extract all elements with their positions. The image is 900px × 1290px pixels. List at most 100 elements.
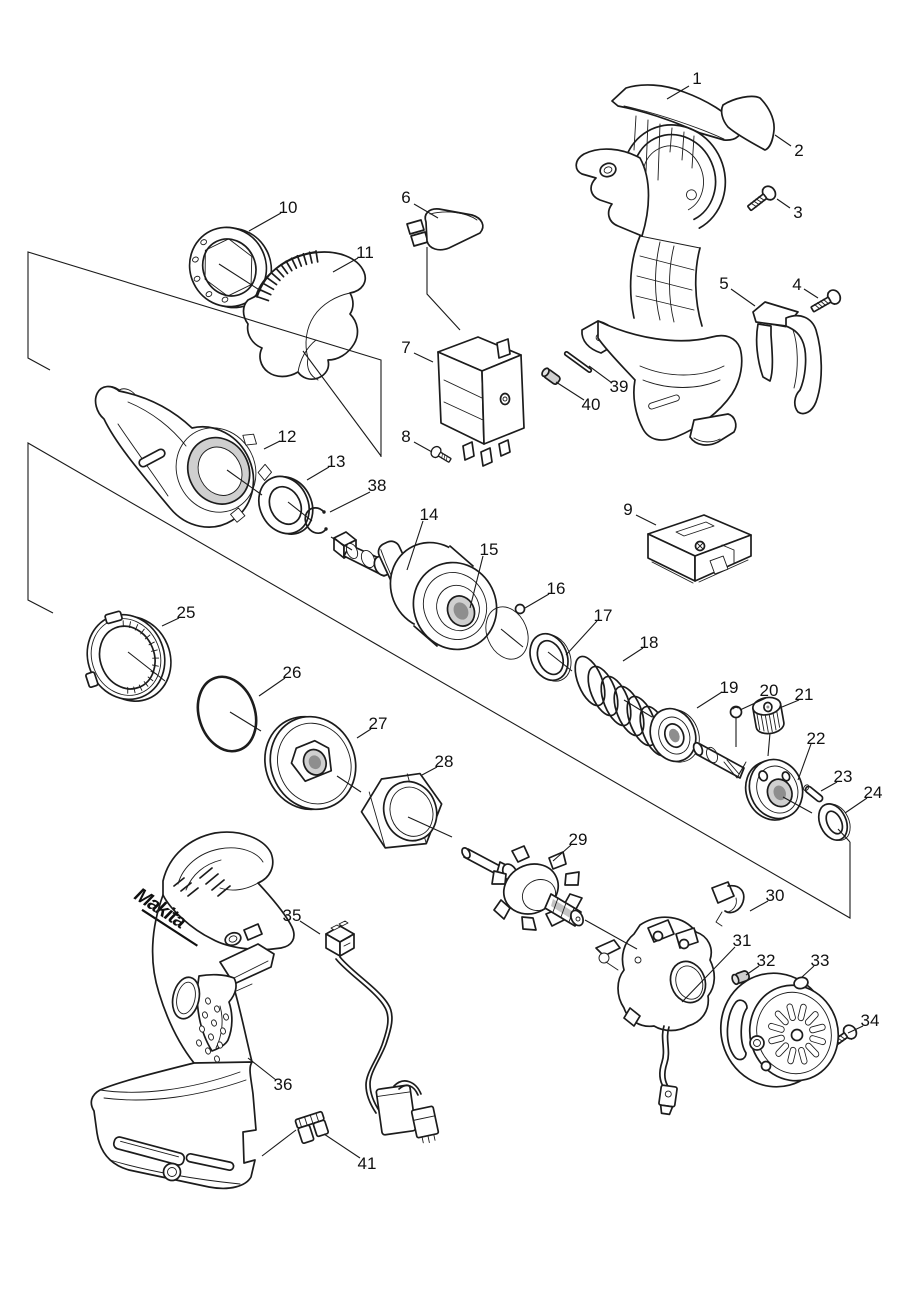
assembly-line-14 xyxy=(229,711,262,732)
part-leader-12 xyxy=(263,440,281,450)
assembly-line-16 xyxy=(407,816,453,838)
part-27-gear-plate-art xyxy=(264,715,357,811)
part-17-washer-art xyxy=(529,632,572,682)
assembly-line-4 xyxy=(287,501,313,522)
part-label-29: 29 xyxy=(569,830,588,849)
part-25-ring-gear-art xyxy=(85,610,172,703)
part-label-27: 27 xyxy=(369,714,388,733)
part-41-clip-art xyxy=(294,1110,330,1145)
part-leader-1 xyxy=(666,85,690,100)
part-7-switch-art xyxy=(437,336,525,467)
part-leader-16 xyxy=(524,593,550,609)
part-label-31: 31 xyxy=(733,931,752,950)
part-36-housing-art: Makita xyxy=(90,831,295,1190)
part-label-5: 5 xyxy=(719,274,728,293)
part-label-11: 11 xyxy=(356,243,374,262)
assembly-line-15 xyxy=(336,775,362,793)
part-leader-26 xyxy=(258,677,286,697)
part-leader-4 xyxy=(803,288,819,299)
part-label-4: 4 xyxy=(792,275,801,294)
part-29-armature-art xyxy=(461,845,584,931)
assembly-line-17 xyxy=(584,919,638,950)
part-leader-24 xyxy=(844,797,868,814)
part-13-washer-art xyxy=(257,475,314,535)
part-label-24: 24 xyxy=(864,783,883,802)
part-leader-5 xyxy=(730,288,756,307)
part-leader-34 xyxy=(847,1025,864,1034)
part-label-6: 6 xyxy=(401,188,410,207)
assembly-line-6 xyxy=(500,628,524,648)
part-label-18: 18 xyxy=(640,633,659,652)
part-leader-6 xyxy=(413,203,439,219)
part-leader-9 xyxy=(635,514,657,526)
part-6-slide-button-art xyxy=(406,208,484,251)
part-leader-3 xyxy=(776,198,791,209)
part-9-terminal-art xyxy=(647,514,752,584)
assembly-line-10 xyxy=(767,732,771,757)
part-label-3: 3 xyxy=(793,203,802,222)
part-label-35: 35 xyxy=(283,906,302,925)
part-12-hammer-case-art xyxy=(94,385,272,528)
part-label-28: 28 xyxy=(435,752,454,771)
part-label-13: 13 xyxy=(327,452,346,471)
part-label-16: 16 xyxy=(547,579,566,598)
part-label-26: 26 xyxy=(283,663,302,682)
part-leader-17 xyxy=(565,620,598,656)
part-label-30: 30 xyxy=(766,886,785,905)
assembly-line-3 xyxy=(226,469,263,496)
part-leader-32 xyxy=(745,965,760,976)
part-leader-8 xyxy=(413,441,433,453)
part-label-9: 9 xyxy=(623,500,632,519)
part-label-15: 15 xyxy=(480,540,499,559)
part-label-21: 21 xyxy=(795,685,814,704)
part-leader-35 xyxy=(299,920,321,935)
part-21-pinion-art xyxy=(752,696,785,735)
group-bracket-1 xyxy=(27,442,851,919)
part-leader-30 xyxy=(749,900,769,912)
part-leader-39 xyxy=(588,365,613,384)
assembly-line-2 xyxy=(218,263,262,292)
part-leader-10 xyxy=(248,212,282,232)
part-leader-15 xyxy=(469,555,484,609)
part-label-12: 12 xyxy=(278,427,297,446)
assembly-line-0 xyxy=(426,247,461,331)
part-leader-31 xyxy=(681,946,736,1003)
part-leader-14 xyxy=(406,520,424,571)
part-label-34: 34 xyxy=(861,1011,880,1030)
part-leader-13 xyxy=(306,466,330,481)
part-23-pin-art xyxy=(803,784,824,803)
part-30-brush-clip-art xyxy=(711,881,745,927)
part-19-washer-art xyxy=(649,707,700,763)
part-leader-20 xyxy=(739,697,767,711)
part-leader-22 xyxy=(797,743,812,781)
part-leader-27 xyxy=(356,728,372,739)
assembly-line-8 xyxy=(623,699,653,718)
part-label-23: 23 xyxy=(834,767,853,786)
assembly-line-11 xyxy=(782,796,813,814)
part-1-housing-art xyxy=(575,84,743,446)
part-16-ball-art xyxy=(485,603,529,660)
part-leader-28 xyxy=(421,766,438,776)
part-39-pin-art xyxy=(563,351,593,373)
assembly-line-7 xyxy=(547,651,573,672)
part-33-rear-cover-art xyxy=(719,972,840,1088)
part-8-screw-art xyxy=(430,445,452,463)
part-38-snap-ring-art xyxy=(304,507,328,535)
part-label-38: 38 xyxy=(368,476,387,495)
part-label-39: 39 xyxy=(610,377,629,396)
part-label-33: 33 xyxy=(811,951,830,970)
part-leader-33 xyxy=(801,965,815,978)
part-label-20: 20 xyxy=(760,681,779,700)
part-leader-25 xyxy=(161,617,180,627)
part-label-36: 36 xyxy=(274,1075,293,1094)
part-label-41: 41 xyxy=(358,1154,377,1173)
part-label-10: 10 xyxy=(279,198,298,217)
part-leader-41 xyxy=(323,1133,361,1159)
part-label-1: 1 xyxy=(692,69,701,88)
assembly-line-18 xyxy=(261,1129,297,1157)
part-label-19: 19 xyxy=(720,678,739,697)
part-leader-36 xyxy=(247,1057,277,1081)
part-leader-2 xyxy=(774,134,792,147)
part-label-17: 17 xyxy=(594,606,613,625)
